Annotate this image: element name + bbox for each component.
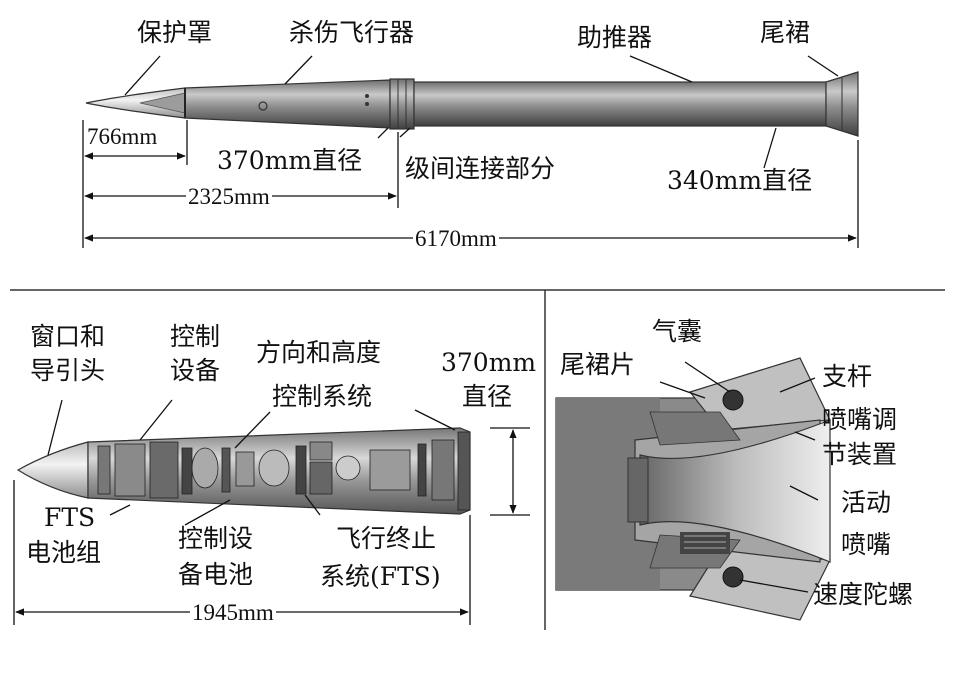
label-fts-2: 系统(FTS) bbox=[320, 562, 441, 591]
label-kv-cut-diameter-2: 直径 bbox=[462, 382, 513, 411]
label-tail-skirt: 尾裙 bbox=[760, 18, 811, 47]
label-interstage: 级间连接部分 bbox=[405, 154, 556, 183]
label-control-equipment-1: 控制 bbox=[170, 322, 221, 351]
label-window-seeker-1: 窗口和 bbox=[30, 322, 106, 351]
interstage-shape bbox=[389, 78, 415, 130]
label-kv-diameter: 370mm直径 bbox=[217, 146, 363, 175]
dim-kv-length: 2325mm bbox=[186, 184, 272, 210]
label-fts-battery-1: FTS bbox=[44, 503, 96, 532]
booster-shape bbox=[413, 81, 827, 127]
label-movable-nozzle-2: 喷嘴 bbox=[841, 530, 892, 559]
label-window-seeker-2: 导引头 bbox=[30, 356, 106, 385]
label-fts-1: 飞行终止 bbox=[336, 524, 437, 553]
label-nozzle-adjust-1: 喷嘴调 bbox=[822, 405, 898, 434]
top-missile bbox=[82, 55, 859, 248]
label-kill-vehicle: 杀伤飞行器 bbox=[289, 18, 415, 47]
label-dir-alt-control-1: 方向和高度 bbox=[256, 338, 382, 367]
label-strut: 支杆 bbox=[822, 362, 873, 391]
kill-vehicle-shape bbox=[184, 79, 391, 129]
panel-borders bbox=[10, 289, 945, 630]
label-kv-cut-diameter-1: 370mm bbox=[441, 348, 537, 377]
dim-total-length: 6170mm bbox=[413, 226, 499, 252]
label-movable-nozzle-1: 活动 bbox=[841, 488, 892, 517]
label-control-equipment-2: 设备 bbox=[170, 356, 221, 385]
label-nozzle-adjust-2: 节装置 bbox=[822, 440, 898, 469]
label-booster: 助推器 bbox=[577, 23, 653, 52]
label-control-battery-2: 备电池 bbox=[178, 560, 254, 589]
tail-detail bbox=[555, 357, 831, 621]
label-airbag: 气囊 bbox=[652, 317, 703, 346]
label-dir-alt-control-2: 控制系统 bbox=[272, 382, 373, 411]
label-fairing: 保护罩 bbox=[137, 18, 213, 47]
dim-kv-cut-length: 1945mm bbox=[190, 600, 276, 626]
label-booster-diameter: 340mm直径 bbox=[667, 166, 813, 195]
label-rate-gyro: 速度陀螺 bbox=[813, 580, 914, 609]
label-skirt-piece: 尾裙片 bbox=[560, 350, 636, 379]
label-fts-battery-2: 电池组 bbox=[26, 538, 102, 567]
dim-fairing-length: 766mm bbox=[85, 124, 160, 150]
label-control-battery-1: 控制设 bbox=[178, 524, 254, 553]
kv-cutaway bbox=[13, 399, 530, 625]
